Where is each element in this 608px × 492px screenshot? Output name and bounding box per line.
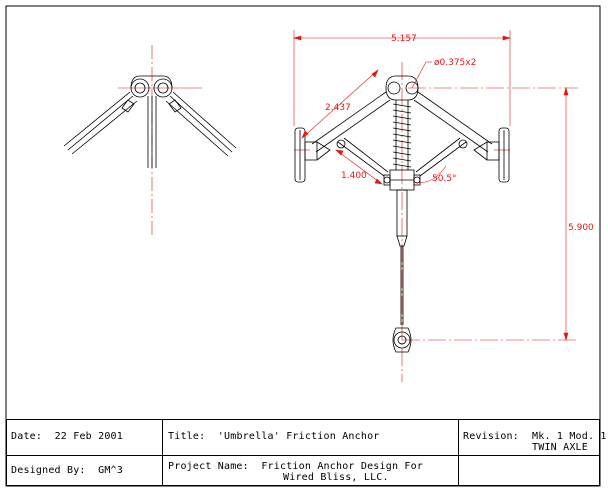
project-label: Project Name: (168, 461, 249, 472)
shaft (396, 189, 408, 237)
date-field: Date: 22 Feb 2001 (11, 431, 123, 443)
date-label: Date: (11, 431, 43, 442)
spring (392, 100, 412, 170)
project-field: Project Name: Friction Anchor Design For (168, 461, 423, 473)
dim-hole: ø0.375x2 (434, 58, 476, 68)
title-block: Date: 22 Feb 2001 Title: 'Umbrella' Fric… (6, 419, 606, 486)
title-field: Title: 'Umbrella' Friction Anchor (168, 431, 380, 443)
designer-field: Designed By: GM^3 (11, 465, 123, 477)
revision-value-2: TWIN AXLE (532, 442, 588, 453)
dim-link-length: 1.400 (341, 171, 367, 181)
title-label: Title: (168, 431, 206, 442)
title-value: 'Umbrella' Friction Anchor (217, 431, 380, 442)
dim-arm-length: 2.437 (325, 103, 351, 113)
sheet-border (5, 5, 601, 487)
left-pad (294, 127, 331, 183)
dimensions (292, 30, 569, 342)
bottom-eye (392, 327, 412, 353)
revision-value-1: Mk. 1 Mod. 1 (532, 431, 607, 442)
dim-angle: 50.5° (432, 174, 457, 184)
dim-line-link (335, 149, 383, 185)
designer-label: Designed By: (11, 465, 86, 476)
dim-arc-angle (413, 165, 447, 183)
dim-line-arm (301, 69, 379, 139)
project-value-1: Friction Anchor Design For (261, 461, 424, 472)
revision-label: Revision: (463, 431, 519, 442)
dim-overall-height: 5.900 (568, 223, 594, 233)
designer-value: GM^3 (98, 465, 123, 476)
date-value: 22 Feb 2001 (54, 431, 123, 442)
project-value-2: Wired Bliss, LLC. (283, 472, 389, 483)
side-view (63, 45, 237, 238)
right-pad (473, 127, 510, 183)
front-view (294, 62, 578, 382)
dim-overall-width: 5.157 (391, 34, 417, 44)
